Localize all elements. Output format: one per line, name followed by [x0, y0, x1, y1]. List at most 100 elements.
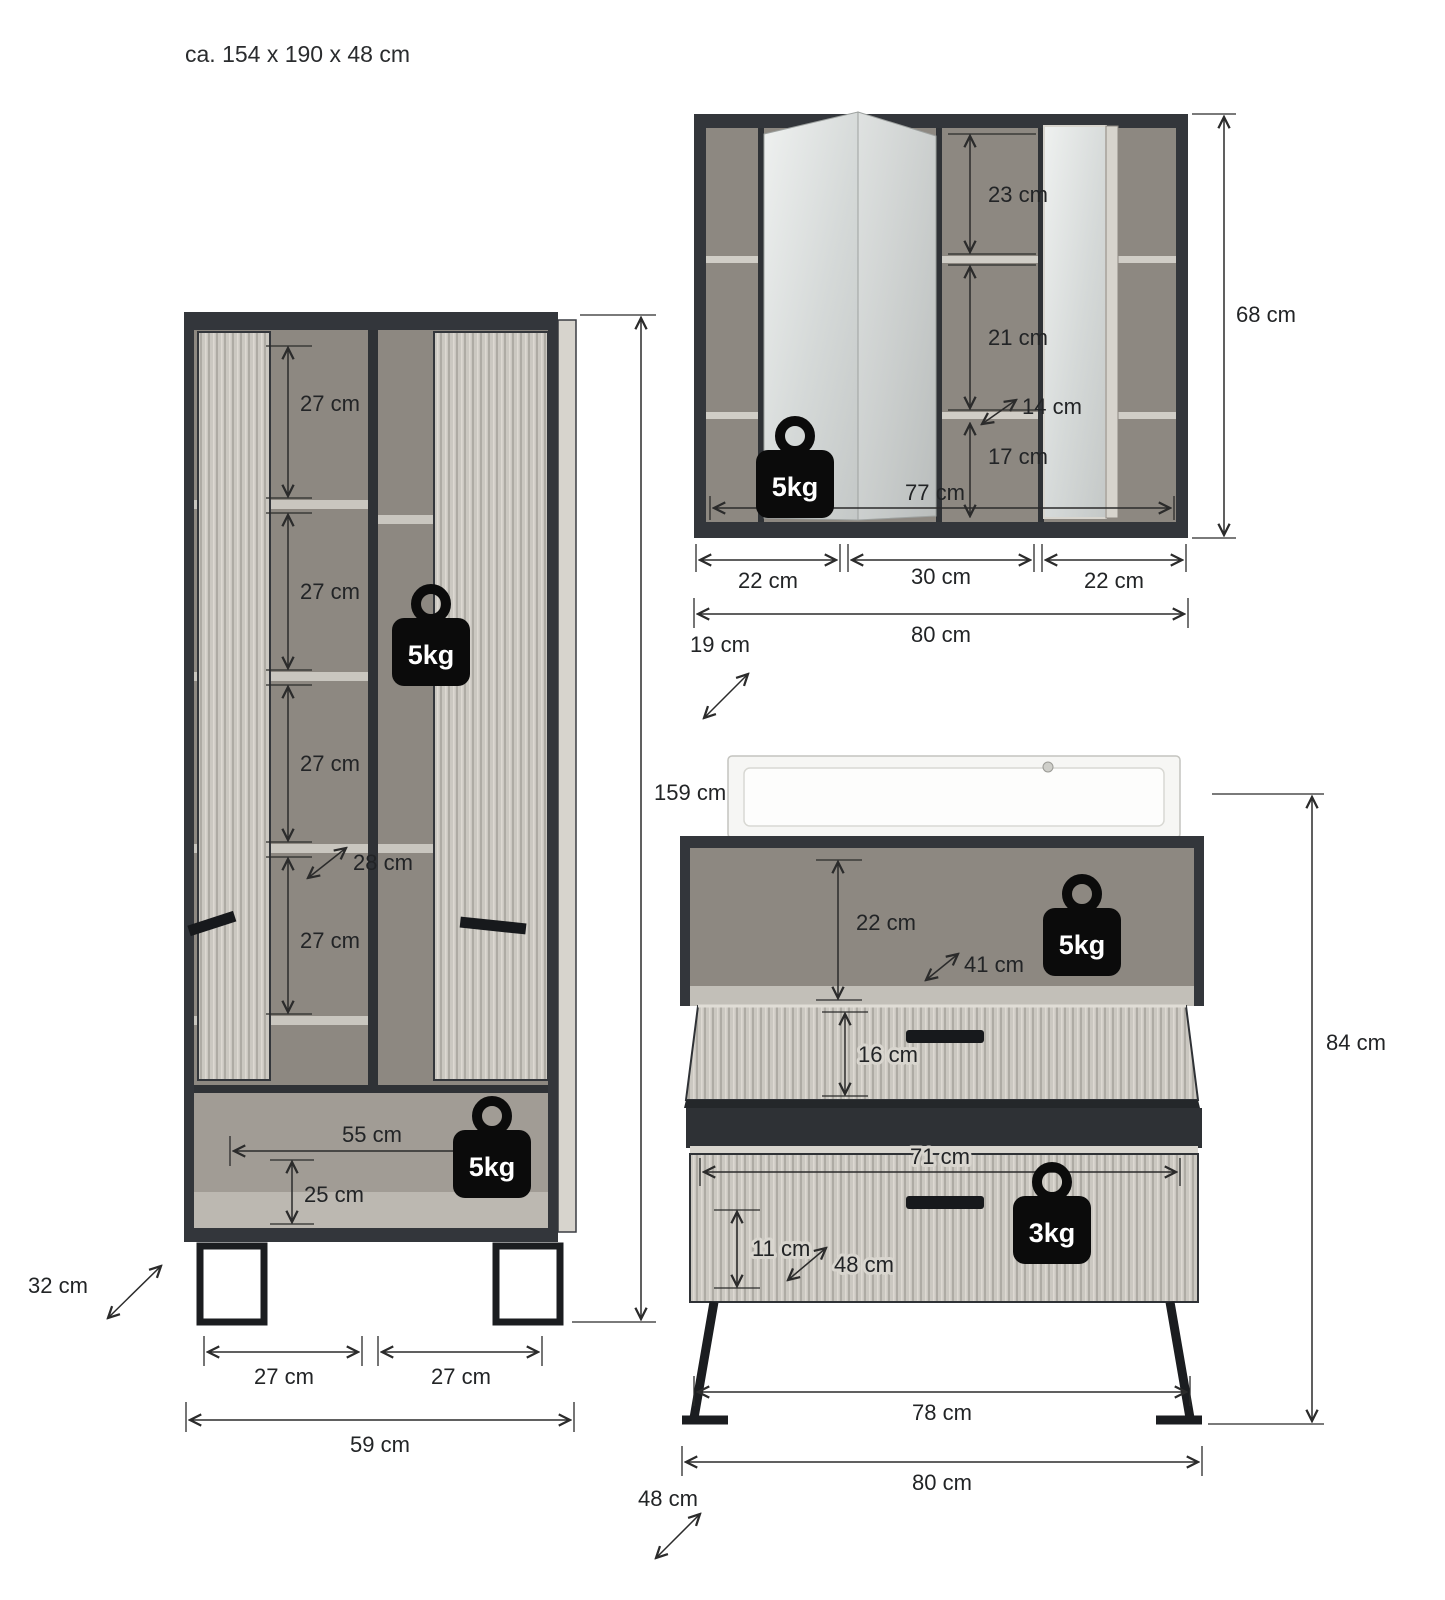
weight-body-icon — [1043, 908, 1121, 976]
dim-vanity-drawer-top-height-label: 16 cm — [858, 1042, 918, 1067]
vanity-drawer-top — [684, 1005, 1200, 1101]
dim-tall-niche-width-label: 55 cm — [342, 1122, 402, 1147]
dim-mirror-shelf-depth-label: 14 cm — [1022, 394, 1082, 419]
dim-mirror-height-label: 68 cm — [1236, 302, 1296, 327]
dim-vanity-inner-width: 78 cm — [693, 1376, 1191, 1425]
dim-mirror-section-left-label: 22 cm — [738, 568, 798, 593]
dim-mirror-section-right-label: 22 cm — [1084, 568, 1144, 593]
dim-mirror-width: 80 cm — [693, 598, 1189, 647]
dim-tall-width: 59 cm — [185, 1402, 575, 1457]
dim-tall-niche-width: 55 cm — [229, 1122, 521, 1166]
dim-mirror-gap-top: 23 cm — [948, 133, 1048, 255]
vanity-drawer-bottom-handle — [906, 1196, 984, 1209]
dim-mirror-inner-width: 77 cm — [709, 480, 1175, 520]
vanity-unit — [680, 755, 1204, 1425]
tall-door-left-handle — [187, 910, 237, 937]
weight-badge-tall-bottom: 5kg — [453, 1096, 531, 1198]
dim-tall-gap4: 27 cm — [266, 856, 360, 1015]
mirror-frame-right — [1176, 114, 1188, 538]
tall-leg-right — [492, 1242, 564, 1326]
mirror-shelf-right-1 — [1118, 256, 1176, 263]
dim-vanity-niche-depth: 41 cm — [926, 952, 1024, 980]
dim-vanity-drawer-inner-height-label: 11 cm — [752, 1236, 810, 1261]
dim-mirror-section-left: 22 cm — [695, 544, 841, 593]
overall-dimensions-label: ca. 154 x 190 x 48 cm — [185, 41, 410, 67]
mirror-frame-bottom — [694, 522, 1188, 538]
dim-vanity-niche-depth-label: 41 cm — [964, 952, 1024, 977]
dim-tall-gap2-label: 27 cm — [300, 579, 360, 604]
tall-door-right — [433, 331, 549, 1081]
dim-tall-inner-depth-label: 28 cm — [353, 850, 413, 875]
dim-tall-gap2: 27 cm — [266, 512, 360, 671]
mirror-divider-3 — [1038, 128, 1044, 522]
tall-leg-left — [196, 1242, 268, 1326]
dim-mirror-gap-bottom-label: 17 cm — [988, 444, 1048, 469]
vanity-leg-left — [682, 1301, 728, 1425]
dim-tall-depth-label: 32 cm — [28, 1273, 88, 1298]
dim-vanity-depth-label: 48 cm — [638, 1486, 698, 1511]
dim-vanity-niche-height-label: 22 cm — [856, 910, 916, 935]
weight-mirror-label: 5kg — [772, 472, 819, 502]
dim-vanity-inner-width-label: 78 cm — [912, 1400, 972, 1425]
weight-body-icon — [453, 1130, 531, 1198]
dim-mirror-depth-label: 19 cm — [690, 632, 750, 657]
dim-vanity-drawer-inner-width-label: 71 cm — [910, 1144, 970, 1169]
dim-tall-depth: 32 cm — [28, 1266, 161, 1318]
vanity-frame-top — [680, 836, 1204, 848]
weight-body-icon — [1013, 1196, 1091, 1264]
vanity-frame-left — [680, 836, 690, 1006]
dim-tall-leg-left: 27 cm — [203, 1336, 363, 1389]
tall-cabinet — [184, 312, 577, 1326]
mirror-door-open-panel-b — [857, 111, 937, 521]
dim-mirror-section-center-label: 30 cm — [911, 564, 971, 589]
mirror-frame-left — [694, 114, 706, 538]
mirror-shelf-left-2 — [706, 412, 758, 419]
dim-tall-height-label: 159 cm — [654, 780, 726, 805]
mirror-door-right — [1043, 125, 1107, 519]
dim-tall-gap4-label: 27 cm — [300, 928, 360, 953]
mirror-door-right-edge — [1105, 125, 1119, 519]
dim-tall-leg-right: 27 cm — [377, 1336, 543, 1389]
dim-vanity-niche-height: 22 cm — [816, 859, 916, 1001]
weight-badge-vanity-drawer: 3kg — [1013, 1162, 1091, 1264]
vanity-niche-floor — [690, 986, 1194, 1006]
mirror-shelf-center-1 — [942, 256, 1038, 263]
dim-mirror-depth: 19 cm — [690, 632, 750, 718]
dim-mirror-gap-middle-label: 21 cm — [988, 325, 1048, 350]
dim-tall-inner-depth: 28 cm — [308, 848, 413, 878]
vanity-drawer-bottom — [689, 1153, 1199, 1303]
tall-niche-top-edge — [194, 1085, 548, 1093]
dim-vanity-drawer-inner-depth: 48 cm — [788, 1248, 897, 1280]
dim-tall-gap3: 27 cm — [266, 684, 360, 843]
dim-tall-gap3-label: 27 cm — [300, 751, 360, 776]
dim-vanity-height-label: 84 cm — [1326, 1030, 1386, 1055]
mirror-divider-2 — [936, 128, 942, 522]
tall-frame-bottom — [184, 1228, 558, 1242]
vanity-drawer-top-handle — [906, 1030, 984, 1043]
tall-door-left — [197, 331, 271, 1081]
weight-tall-bottom-label: 5kg — [469, 1152, 516, 1182]
dim-vanity-width-label: 80 cm — [912, 1470, 972, 1495]
tall-shelf-4 — [194, 1016, 368, 1025]
tall-shelf-3 — [194, 844, 368, 853]
dim-mirror-gap-middle: 21 cm — [948, 264, 1048, 411]
dim-tall-width-label: 59 cm — [350, 1432, 410, 1457]
dim-vanity-height: 84 cm — [1208, 793, 1386, 1425]
tall-shelf-1 — [194, 500, 368, 509]
dim-vanity-depth: 48 cm — [638, 1486, 700, 1558]
dim-tall-niche-height: 25 cm — [270, 1159, 364, 1225]
mirror-shelf-left-1 — [706, 256, 758, 263]
dim-mirror-inner-width-label: 77 cm — [905, 480, 965, 505]
tall-frame-right — [548, 312, 558, 1242]
dim-mirror-width-label: 80 cm — [911, 622, 971, 647]
tall-frame-top — [184, 312, 558, 330]
dim-vanity-drawer-top-height: 16 cm — [822, 1011, 921, 1097]
tall-cabinet-divider — [368, 330, 378, 1085]
dim-mirror-height: 68 cm — [1192, 113, 1296, 539]
mirror-shelf-right-2 — [1118, 412, 1176, 419]
weight-badge-mirror: 5kg — [756, 416, 834, 518]
dim-mirror-gap-bottom: 17 cm — [970, 424, 1048, 516]
vanity-leg-right — [1156, 1301, 1202, 1425]
tall-frame-left — [184, 312, 194, 1242]
